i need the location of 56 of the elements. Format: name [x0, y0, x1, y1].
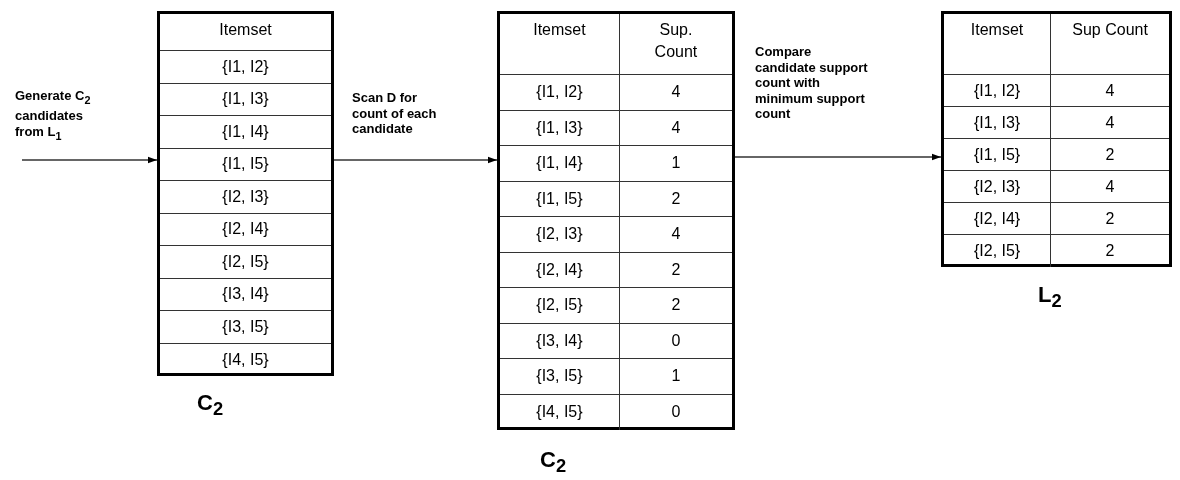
- table-cell: 2: [1051, 203, 1169, 235]
- table-cell: {I2, I3}: [500, 217, 620, 253]
- table-cell: 4: [1051, 75, 1169, 107]
- table-caption: L$_{2}$: [1038, 282, 1062, 313]
- table-cell: 0: [619, 323, 732, 359]
- table-cell: {I3, I4}: [160, 278, 331, 311]
- table-cell: {I3, I5}: [160, 311, 331, 344]
- table-cell: {I1, I3}: [944, 107, 1052, 139]
- table-cell: 2: [619, 252, 732, 288]
- arrow: [333, 156, 498, 164]
- table-cell: {I2, I5}: [500, 288, 620, 324]
- table-cell-text: 0: [670, 402, 682, 423]
- table-cell: 4: [1051, 171, 1169, 203]
- table: [941, 11, 1172, 267]
- table-cell-text: 2: [1104, 241, 1116, 261]
- table-cell: {I1, I2}: [500, 75, 620, 111]
- table-cell: {I1, I4}: [500, 146, 620, 182]
- table-header-cell: Sup Count: [1051, 14, 1169, 75]
- table-cell: {I1, I5}: [160, 148, 331, 181]
- table-header-cell: Itemset: [944, 14, 1052, 75]
- table-cell: {I1, I4}: [160, 116, 331, 149]
- table: [497, 11, 735, 430]
- table-cell: {I1, I2}: [944, 75, 1052, 107]
- table: [157, 11, 334, 376]
- table-cell: 4: [619, 217, 732, 253]
- table-cell: 2: [619, 181, 732, 217]
- table-cell-text: {I4, I5}: [221, 349, 270, 370]
- table-cell: {I2, I5}: [160, 246, 331, 279]
- table-cell: 4: [619, 75, 732, 111]
- table-cell: {I2, I4}: [500, 252, 620, 288]
- table-cell: 4: [619, 110, 732, 146]
- table-cell: 1: [619, 146, 732, 182]
- table-header-cell: Itemset: [160, 14, 331, 51]
- table-cell: {I1, I2}: [160, 51, 331, 84]
- table-cell: {I2, I4}: [160, 213, 331, 246]
- table-cell: 2: [619, 288, 732, 324]
- table-cell: 4: [1051, 107, 1169, 139]
- arrow: [21, 156, 158, 164]
- table-caption: C$_{2}$: [197, 390, 224, 421]
- table-cell: {I3, I4}: [500, 323, 620, 359]
- table-header-cell: Itemset: [500, 14, 620, 75]
- table-cell: {I1, I5}: [944, 139, 1052, 171]
- table-cell: {I4, I5}: [500, 394, 620, 430]
- table-caption: C$_{2}$: [540, 447, 567, 478]
- table-cell: {I3, I5}: [500, 359, 620, 395]
- table-header-cell: Sup. Count: [619, 14, 732, 75]
- table-cell: {I1, I3}: [160, 83, 331, 116]
- table-cell: {I2, I3}: [944, 171, 1052, 203]
- table-cell: {I2, I5}: [944, 235, 1052, 267]
- table-cell: {I2, I3}: [160, 181, 331, 214]
- table-cell: {I1, I5}: [500, 181, 620, 217]
- table-cell: 1: [619, 359, 732, 395]
- table-cell: 2: [1051, 139, 1169, 171]
- arrow: [734, 153, 942, 161]
- table-cell: {I1, I3}: [500, 110, 620, 146]
- table-cell: {I2, I4}: [944, 203, 1052, 235]
